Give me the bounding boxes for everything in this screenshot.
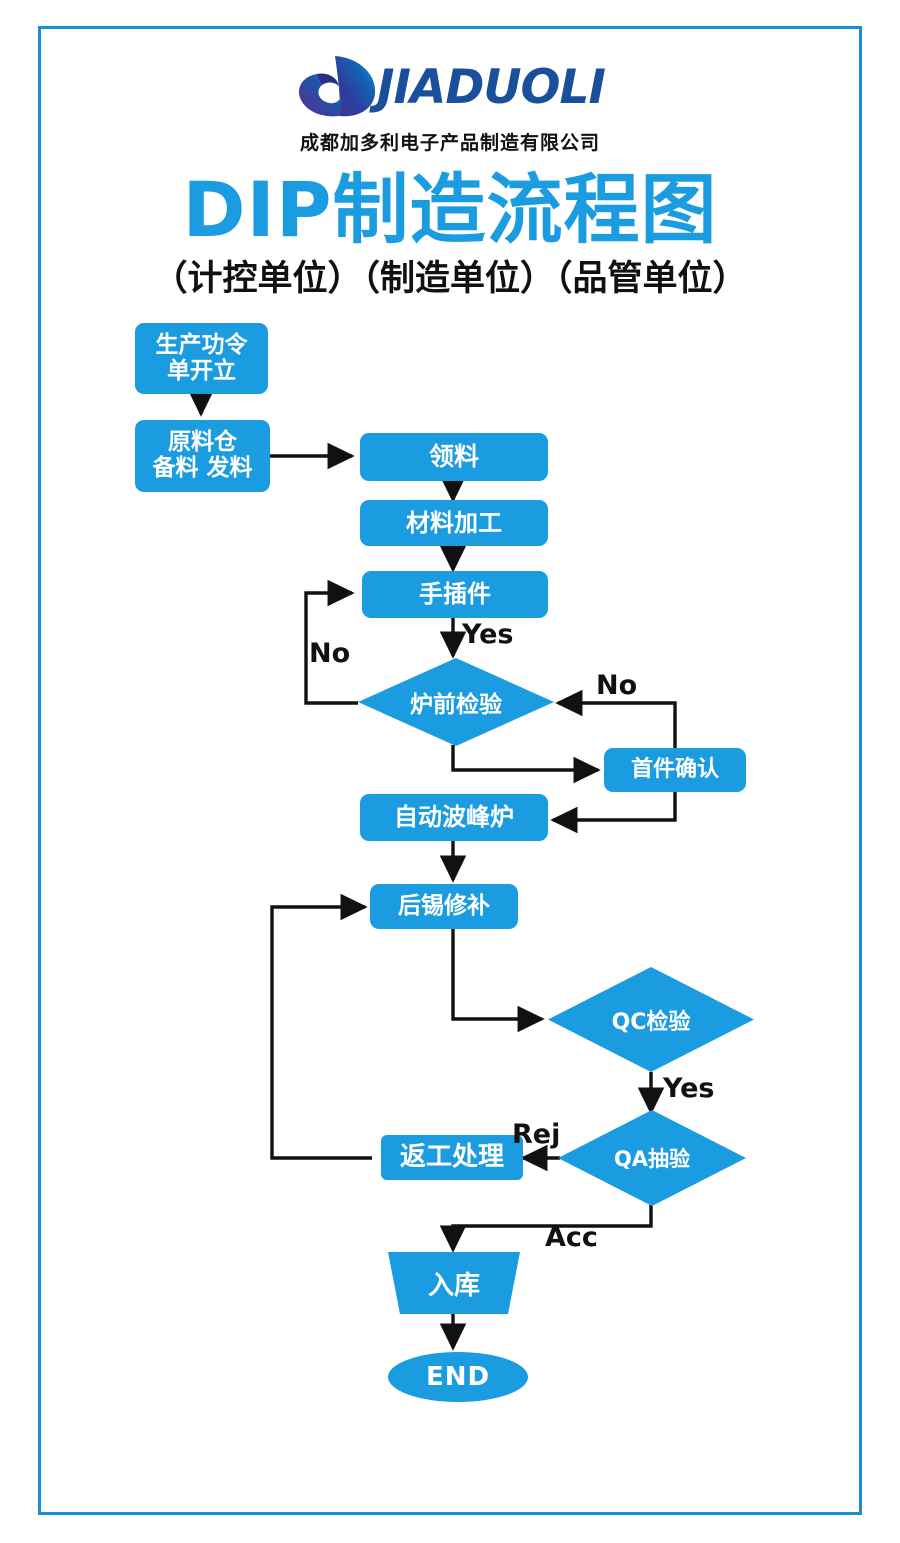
node-label: 返工处理	[399, 1141, 504, 1172]
node-post-solder-repair[interactable]: 后锡修补	[370, 884, 518, 929]
logo-row: JIADUOLI	[295, 54, 606, 120]
edge-label-yes-qc: Yes	[663, 1073, 715, 1104]
node-first-article-confirm[interactable]: 首件确认	[604, 748, 746, 792]
node-label: 生产功令 单开立	[155, 331, 248, 384]
company-name: 成都加多利电子产品制造有限公司	[299, 132, 600, 154]
edge-label-no-rework-loop: No	[309, 638, 351, 669]
node-pre-furnace-inspection[interactable]: 炉前检验	[358, 658, 554, 746]
node-label: 手插件	[419, 580, 491, 609]
diamond-shape	[358, 658, 554, 746]
node-label: 自动波峰炉	[394, 803, 514, 832]
node-label: 入库	[427, 1270, 480, 1301]
node-pick-material[interactable]: 领料	[360, 433, 548, 481]
page-subtitle: （计控单位）（制造单位）（品管单位）	[152, 259, 748, 299]
node-end[interactable]: END	[388, 1352, 528, 1402]
node-label: 领料	[428, 442, 479, 471]
jiaduoli-swoosh-logo-icon	[299, 56, 376, 117]
node-auto-wave-solder[interactable]: 自动波峰炉	[360, 794, 548, 841]
node-label: 原料仓 备料 发料	[152, 429, 253, 481]
node-qa-sampling[interactable]: QA抽验	[558, 1110, 746, 1206]
edge-label-yes-pre-furnace: Yes	[462, 619, 514, 650]
logo-wordmark: JIADUOLI	[377, 59, 606, 115]
company-logo-block: JIADUOLI 成都加多利电子产品制造有限公司	[0, 54, 900, 155]
node-rework[interactable]: 返工处理	[381, 1135, 523, 1180]
node-label: END	[425, 1362, 491, 1392]
trapezoid-shape	[388, 1252, 520, 1314]
diamond-shape	[548, 967, 754, 1072]
node-material-processing[interactable]: 材料加工	[360, 500, 548, 546]
node-production-order[interactable]: 生产功令 单开立	[135, 323, 268, 394]
node-material-warehouse[interactable]: 原料仓 备料 发料	[135, 420, 270, 492]
edge-label-acc-qa: Acc	[545, 1222, 598, 1253]
edge-label-no-first-article: No	[596, 670, 638, 701]
node-manual-insertion[interactable]: 手插件	[362, 571, 548, 618]
edge-label-rej-qa: Rej	[512, 1119, 561, 1150]
node-warehouse-in[interactable]: 入库	[388, 1252, 520, 1314]
poster-border-frame	[38, 26, 862, 1515]
page-title: DIP制造流程图	[182, 165, 718, 254]
diamond-shape	[558, 1110, 746, 1206]
node-qc-inspection[interactable]: QC检验	[548, 967, 754, 1072]
node-label: 后锡修补	[398, 892, 490, 919]
node-label: 首件确认	[630, 756, 719, 782]
node-label: 材料加工	[406, 508, 502, 537]
